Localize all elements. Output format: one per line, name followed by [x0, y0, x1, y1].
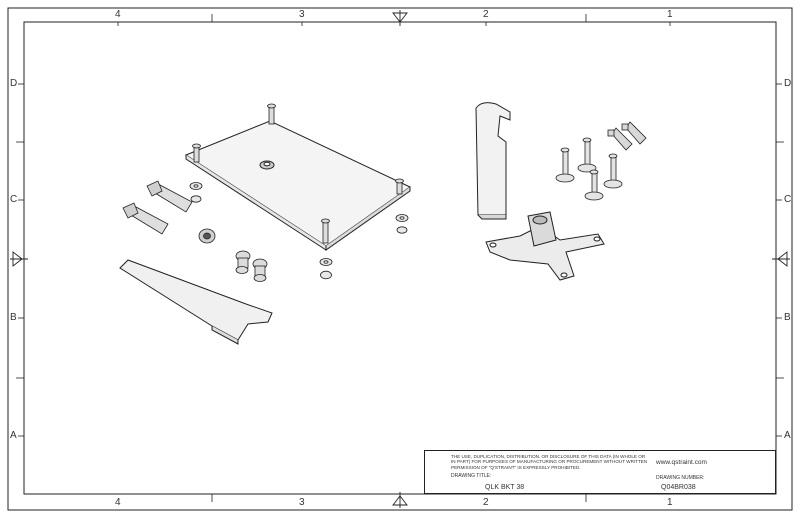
zone-col-3-top: 3 [299, 9, 305, 20]
title-block: THE USE, DUPLICATION, DISTRIBUTION, OR D… [424, 450, 776, 494]
zone-col-4-bottom: 4 [115, 497, 121, 508]
zone-row-a-right: A [784, 430, 791, 441]
lock-nut [198, 228, 216, 244]
drawing-title: QLK BKT 38 [485, 484, 525, 491]
zone-col-1-top: 1 [667, 9, 673, 20]
zone-row-d-right: D [784, 78, 792, 89]
slotted-upright [475, 102, 511, 220]
zone-col-2-top: 2 [483, 9, 489, 20]
flange-bolts [235, 250, 268, 282]
drawing-number: Q04BR038 [661, 484, 696, 491]
zone-row-b-left: B [10, 312, 17, 323]
plate-bolts [192, 103, 404, 244]
zone-col-2-bottom: 2 [483, 497, 489, 508]
zone-row-c-left: C [10, 194, 18, 205]
website-text: www.qstraint.com [656, 459, 707, 466]
drawing-number-label: DRAWING NUMBER: [656, 475, 705, 481]
zone-col-3-bottom: 3 [299, 497, 305, 508]
zone-col-1-bottom: 1 [667, 497, 673, 508]
flat-bar-bracket [119, 259, 273, 345]
zone-row-d-left: D [10, 78, 18, 89]
zone-col-4-top: 4 [115, 9, 121, 20]
drawing-title-label: DRAWING TITLE: [451, 473, 492, 479]
zone-row-b-right: B [784, 312, 791, 323]
cross-base [485, 211, 605, 281]
mounting-plate [184, 120, 411, 251]
t-bolts [555, 137, 623, 201]
zone-row-c-right: C [784, 194, 792, 205]
centering-marks [10, 10, 790, 508]
small-hex-bolts [607, 121, 647, 151]
zone-row-a-left: A [10, 430, 17, 441]
plate-washers [189, 182, 409, 280]
copyright-notice: THE USE, DUPLICATION, DISTRIBUTION, OR D… [451, 454, 648, 470]
hex-bolts [122, 180, 193, 235]
